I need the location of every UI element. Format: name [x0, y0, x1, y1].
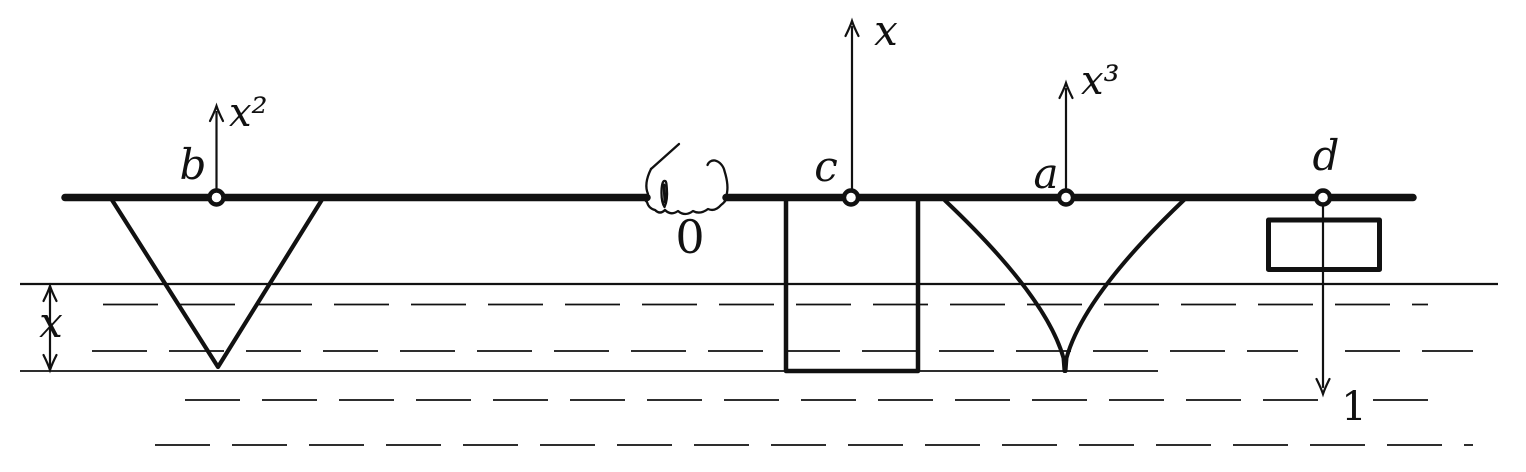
arrowhead-up — [208, 102, 225, 123]
arrowhead-up — [1058, 79, 1074, 100]
arrowhead-down — [42, 353, 58, 374]
label-point-b: b — [180, 140, 207, 189]
label-point-c: c — [814, 142, 838, 191]
hand-thumb — [660, 179, 669, 209]
label-origin-0: 0 — [675, 210, 704, 264]
triangle-weight-at-b — [109, 195, 326, 370]
label-point-d: d — [1313, 131, 1340, 180]
square-weight-at-c — [783, 197, 921, 374]
up-arrow-x2-at-b — [208, 102, 225, 191]
pivot-point-c — [841, 188, 861, 207]
hand-wrist-line — [649, 142, 681, 171]
label-axis-x: x — [874, 6, 898, 55]
arrowhead-up — [42, 282, 58, 303]
up-arrow-x-axis-at-c — [844, 17, 860, 191]
arrowhead-up — [844, 17, 860, 38]
label-weight-x3: x³ — [1081, 58, 1120, 104]
label-point-a: a — [1033, 149, 1058, 198]
cusp-weight-at-a — [943, 197, 1187, 373]
arrows — [42, 17, 1331, 398]
label-weight-1: 1 — [1341, 384, 1366, 430]
hand-outline — [644, 159, 729, 216]
pivot-point-d — [1313, 188, 1333, 207]
pivot-point-b — [207, 188, 226, 207]
label-weight-x2: x² — [229, 90, 268, 136]
pivot-point-a — [1056, 188, 1076, 207]
hand-thumb-accent — [662, 183, 667, 204]
down-arrow-1-at-d — [1315, 203, 1331, 398]
arrowhead-down — [1315, 377, 1331, 398]
up-arrow-x3-at-a — [1058, 79, 1074, 191]
water-lines — [20, 282, 1498, 446]
labels: b x² c x a x³ d 1 0 x — [39, 6, 1367, 430]
label-depth-x: x — [39, 298, 63, 347]
depth-double-arrow — [42, 282, 58, 374]
pivot-circles — [207, 188, 1333, 207]
hand-icon — [644, 142, 729, 216]
